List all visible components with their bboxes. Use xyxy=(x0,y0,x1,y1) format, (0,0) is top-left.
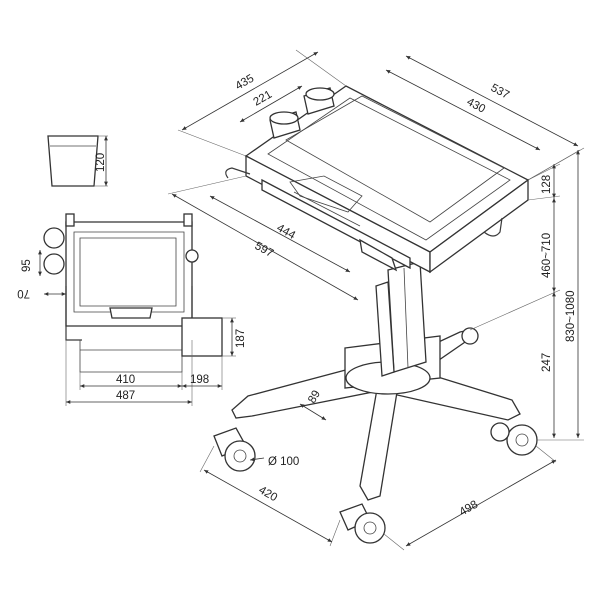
caster-front xyxy=(339,503,386,544)
dim-89: 89 xyxy=(306,388,323,405)
plan-view xyxy=(43,213,223,373)
dim-128: 128 xyxy=(541,175,553,194)
dim-221: 221 xyxy=(252,89,275,109)
dim-95: 95 xyxy=(21,259,33,272)
dim-247: 247 xyxy=(541,353,553,372)
dim-487: 487 xyxy=(116,390,135,402)
dim-410: 410 xyxy=(116,374,135,386)
caster-front-left xyxy=(213,427,256,472)
dim-498: 498 xyxy=(458,499,481,519)
cart-column xyxy=(375,261,427,377)
dim-70: 70 xyxy=(17,287,30,299)
dim-187: 187 xyxy=(235,329,247,348)
dim-caster-diameter: Ø 100 xyxy=(268,456,299,468)
dim-537: 537 xyxy=(489,82,512,102)
cart-illustration xyxy=(213,85,538,544)
caster-right xyxy=(490,422,538,456)
dim-198: 198 xyxy=(190,374,209,386)
dimension-lines xyxy=(38,49,585,551)
dim-444: 444 xyxy=(275,222,298,242)
side-handle xyxy=(225,167,503,272)
dim-460-710: 460~710 xyxy=(541,233,553,278)
cart-base xyxy=(231,329,521,501)
basket-view xyxy=(47,135,99,187)
caster-back xyxy=(461,327,479,345)
dim-120: 120 xyxy=(95,153,107,172)
dim-830-1080: 830~1080 xyxy=(565,291,577,343)
dim-597: 597 xyxy=(253,240,276,260)
